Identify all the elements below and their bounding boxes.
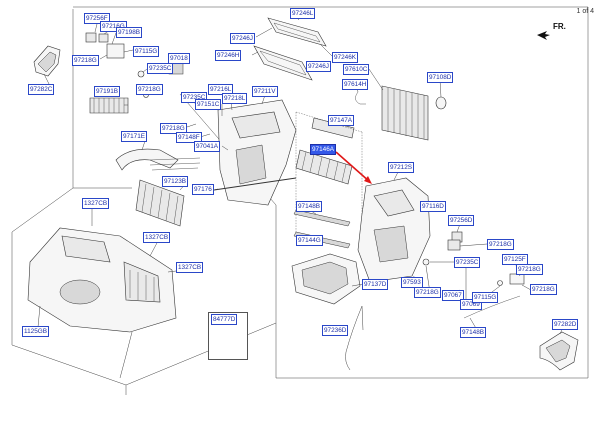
part-label-1125GB[interactable]: 1125GB (22, 326, 49, 337)
part-label-97211V[interactable]: 97211V (252, 86, 278, 97)
leader-lines (37, 11, 565, 335)
rod-97176-part (213, 177, 297, 191)
part-label-97123B[interactable]: 97123B (162, 176, 189, 187)
duct-97282d-part (539, 331, 579, 371)
part-label-97108D[interactable]: 97108D (427, 72, 454, 83)
part-label-1327CB[interactable]: 1327CB (82, 198, 110, 209)
part-label-97216G[interactable]: 97216G (100, 21, 127, 32)
callout-arrowhead-icon (364, 176, 372, 184)
part-label-97236D[interactable]: 97236D (322, 325, 349, 336)
part-label-97218G[interactable]: 97218G (72, 55, 99, 66)
part-label-97614H[interactable]: 97614H (342, 79, 369, 90)
part-label-97218G[interactable]: 97218G (487, 239, 514, 250)
detail-box: 84777D (208, 312, 248, 360)
part-label-97148B[interactable]: 97148B (460, 327, 487, 338)
front-direction-label: FR. (553, 22, 566, 31)
part-label-97144G[interactable]: 97144G (296, 235, 323, 246)
part-label-97067[interactable]: 97067 (442, 290, 464, 301)
part-label-1327CB[interactable]: 1327CB (176, 262, 204, 273)
part-label-97137D[interactable]: 97137D (362, 279, 389, 290)
part-label-97282C[interactable]: 97282C (28, 84, 55, 95)
part-label-97218G[interactable]: 97218G (516, 264, 543, 275)
part-label-97125F[interactable]: 97125F (502, 254, 528, 265)
part-label-1327CB[interactable]: 1327CB (143, 232, 171, 243)
door-frame-97246-parts (253, 17, 327, 81)
part-label-97235C[interactable]: 97235C (454, 257, 481, 268)
part-label-97116D[interactable]: 97116D (420, 201, 446, 212)
part-label-97593[interactable]: 97593 (401, 277, 423, 288)
part-label-97256D[interactable]: 97256D (448, 215, 475, 226)
part-label-97235C[interactable]: 97235C (147, 63, 174, 74)
part-label-97212S[interactable]: 97212S (388, 162, 415, 173)
part-label-97176[interactable]: 97176 (192, 184, 214, 195)
part-label-97171E[interactable]: 97171E (121, 131, 148, 142)
part-label-97218L[interactable]: 97218L (222, 93, 248, 104)
part-label-97235C[interactable]: 97235C (181, 92, 208, 103)
part-label-97218G[interactable]: 97218G (136, 84, 163, 95)
part-label-97282D[interactable]: 97282D (552, 319, 579, 330)
part-label-97218G[interactable]: 97218G (160, 123, 187, 134)
part-label-97191B[interactable]: 97191B (94, 86, 121, 97)
part-label-97246H[interactable]: 97246H (215, 50, 242, 61)
part-label-97256F[interactable]: 97256F (84, 13, 110, 24)
front-direction-arrow-icon (537, 31, 550, 40)
part-label-97115G[interactable]: 97115G (472, 292, 499, 303)
hvac-case-right-part (357, 177, 431, 283)
part-label-97041A[interactable]: 97041A (194, 141, 221, 152)
duct-97171e-part (115, 148, 179, 171)
part-label-97069[interactable]: 97069 (460, 299, 482, 310)
filter-97191b-part (89, 97, 129, 114)
hose-97236d-part (345, 305, 363, 371)
blower-unit-part (27, 227, 177, 379)
part-label-97246L[interactable]: 97246L (290, 8, 316, 19)
part-label-97216L[interactable]: 97216L (208, 84, 234, 95)
part-label-97147A[interactable]: 97147A (328, 115, 355, 126)
part-label-84777D[interactable]: 84777D (211, 314, 238, 325)
part-label-97148F[interactable]: 97148F (176, 132, 202, 143)
part-label-97115G[interactable]: 97115G (133, 46, 160, 57)
part-label-97198B[interactable]: 97198B (116, 27, 143, 38)
part-label-97246J[interactable]: 97246J (230, 33, 255, 44)
tray-97137d-part (291, 253, 361, 305)
part-label-97146A[interactable]: 97146A (310, 144, 337, 155)
part-label-97610C[interactable]: 97610C (343, 64, 370, 75)
evaporator-97123b-part (135, 157, 201, 227)
hvac-case-left-part (217, 99, 297, 206)
callout-arrow (335, 151, 371, 183)
part-label-97218G[interactable]: 97218G (530, 284, 557, 295)
part-label-97148B[interactable]: 97148B (296, 201, 323, 212)
part-label-97246K[interactable]: 97246K (332, 52, 359, 63)
part-label-97018[interactable]: 97018 (168, 53, 190, 64)
part-label-97151C[interactable]: 97151C (195, 99, 222, 110)
page-number: 1 of 4 (576, 8, 594, 15)
heater-core-97108d-part (381, 85, 447, 141)
sensor-97614h-part (355, 91, 366, 105)
duct-97282c-part (33, 45, 61, 77)
part-label-97246J[interactable]: 97246J (306, 61, 331, 72)
part-label-97218G[interactable]: 97218G (414, 287, 441, 298)
rod-97148b-part (463, 295, 521, 319)
